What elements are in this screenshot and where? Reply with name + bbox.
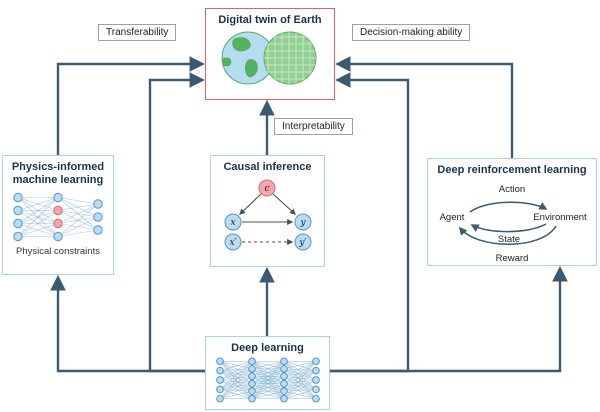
- rl-arrow-reward: [458, 225, 557, 245]
- causal-title: Causal inference: [223, 161, 312, 173]
- rl-loop-icon: Action Agent Environment State Reward: [440, 184, 587, 264]
- causal-node-y: [294, 213, 312, 231]
- rl-state-label: State: [498, 234, 520, 245]
- causal-node-y2-label: y′: [298, 238, 306, 248]
- physics-neural-network-icon: [13, 192, 103, 242]
- causal-node-x2: [224, 233, 242, 251]
- causal-arrow-c-y: [272, 193, 296, 215]
- arrow-deeplearning-to-twin-left: [148, 72, 206, 373]
- transferability-label: Transferability: [98, 24, 177, 41]
- causal-node-y-label: y: [299, 218, 306, 228]
- causal-graph-icon: c x y x′ y′: [224, 179, 312, 251]
- rl-arrow-action: [469, 201, 548, 213]
- rl-agent-label: Agent: [440, 212, 465, 223]
- causal-node-x2-label: x′: [229, 238, 236, 248]
- deep-learning-neural-network-icon: [215, 357, 320, 403]
- earth-globes-icon: [221, 31, 317, 85]
- deep-learning-title: Deep learning: [231, 342, 304, 354]
- rl-action-label: Action: [499, 184, 525, 195]
- deep-learning-box: Deep learning: [205, 336, 330, 410]
- causal-box: Causal inference c x y x′ y′: [210, 155, 325, 267]
- digital-twin-title: Digital twin of Earth: [218, 14, 322, 26]
- causal-node-x: [224, 213, 242, 231]
- physics-box: Physics-informed machine learning Physic…: [2, 155, 114, 275]
- rl-arrow-state: [470, 223, 547, 233]
- arrow-rl-to-twin: [334, 56, 514, 158]
- rl-reward-label: Reward: [496, 253, 529, 264]
- causal-node-x-label: x: [230, 218, 235, 228]
- interpretability-label: Interpretability: [274, 118, 353, 135]
- rl-box: Deep reinforcement learning Action Agent…: [427, 158, 597, 266]
- arrow-physics-to-twin: [56, 56, 206, 155]
- decision-making-label: Decision-making ability: [352, 24, 471, 41]
- causal-arrow-c-x: [239, 193, 262, 215]
- causal-node-c: [258, 179, 276, 197]
- causal-node-y2: [294, 233, 312, 251]
- digital-twin-box: Digital twin of Earth: [205, 8, 335, 100]
- rl-environment-label: Environment: [533, 212, 587, 223]
- arrow-deeplearning-to-physics: [50, 274, 205, 373]
- causal-node-c-label: c: [264, 184, 269, 194]
- physics-title: Physics-informed machine learning: [11, 161, 105, 186]
- arrow-deeplearning-to-rl: [330, 265, 568, 373]
- rl-title: Deep reinforcement learning: [437, 164, 587, 176]
- physics-caption: Physical constraints: [16, 245, 100, 257]
